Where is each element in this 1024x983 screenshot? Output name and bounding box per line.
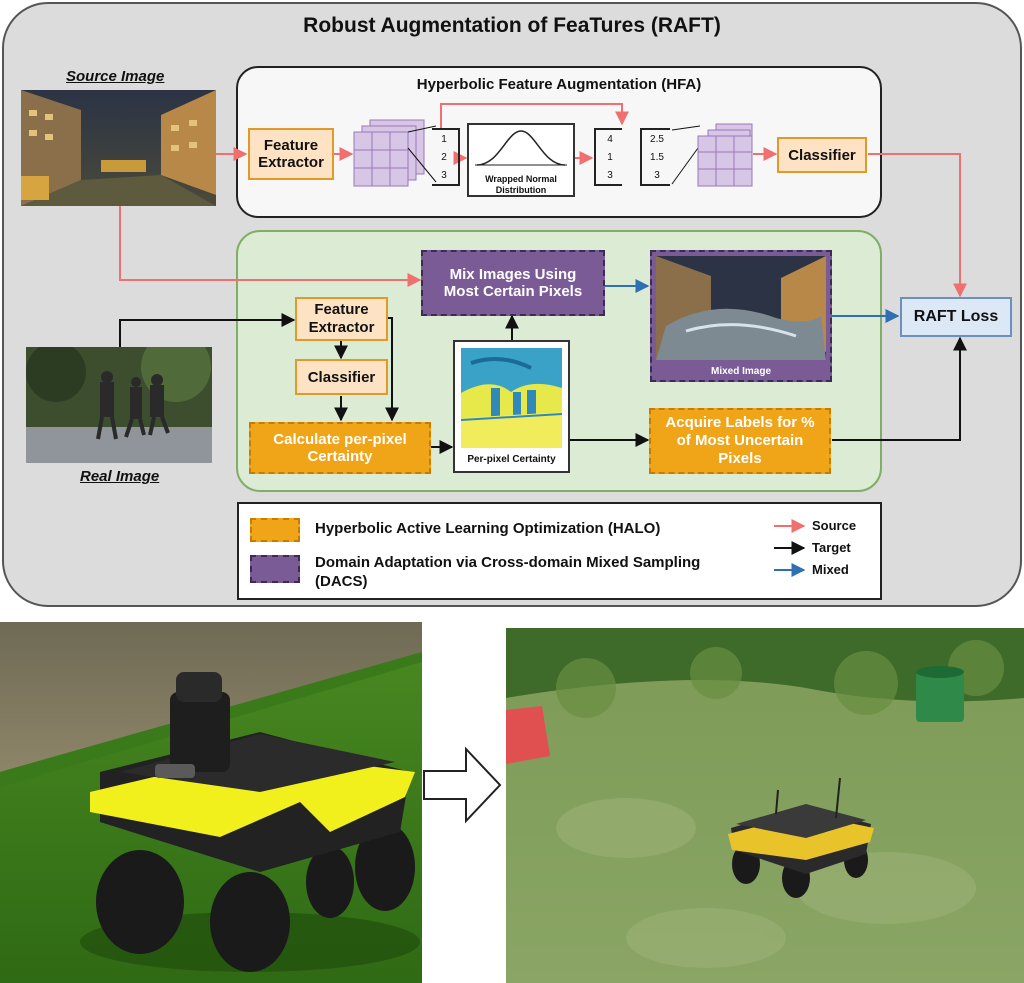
hfa-classifier: Classifier xyxy=(777,137,867,173)
vector-noise-1: 4 xyxy=(607,134,613,145)
arrows-layer xyxy=(119,103,967,454)
legend-arrows xyxy=(774,519,806,577)
acquire-labels-box: Acquire Labels for % of Most Uncertain P… xyxy=(649,408,831,474)
feature-grid-in xyxy=(353,119,437,187)
feature-grid-out xyxy=(671,123,753,187)
certainty-map-box: Per-pixel Certainty xyxy=(453,340,570,473)
legend-dacs-swatch xyxy=(250,555,300,583)
vector-out-1: 2.5 xyxy=(650,134,664,145)
mixed-image-caption: Mixed Image xyxy=(710,366,772,377)
certainty-map xyxy=(461,348,562,448)
arrow-fe-to-calc xyxy=(385,317,399,422)
arrow-source-to-mix xyxy=(119,206,422,287)
vector-out-3: 3 xyxy=(654,170,660,181)
certainty-caption: Per-pixel Certainty xyxy=(467,454,556,465)
vector-noise-2: 1 xyxy=(607,152,613,163)
distribution-label: Wrapped Normal Distribution xyxy=(485,174,557,195)
wrapped-normal-box: Wrapped Normal Distribution xyxy=(467,123,575,197)
vector-out xyxy=(640,128,670,186)
real-image-label: Real Image xyxy=(80,468,160,485)
arrow-classifier-to-loss xyxy=(868,153,967,298)
vector-in xyxy=(432,128,460,186)
sim-to-real-arrow xyxy=(423,746,502,824)
legend-dacs-text: Domain Adaptation via Cross-domain Mixed… xyxy=(315,554,701,590)
arrow-acquire-to-loss xyxy=(832,336,967,441)
legend-halo-swatch xyxy=(250,518,300,542)
source-image xyxy=(21,90,216,206)
hfa-feature-extractor: Feature Extractor xyxy=(248,128,334,180)
vector-in-3: 3 xyxy=(441,170,447,181)
legend xyxy=(237,502,882,600)
vector-in-1: 1 xyxy=(441,134,447,145)
arrow-real-to-fe xyxy=(119,313,296,347)
bell-curve-icon xyxy=(475,130,567,166)
green-feature-extractor: Feature Extractor xyxy=(295,297,388,341)
hfa-title: Hyperbolic Feature Augmentation (HFA) xyxy=(416,76,702,93)
vector-noise-3: 3 xyxy=(607,170,613,181)
calc-certainty-box: Calculate per-pixel Certainty xyxy=(249,422,431,474)
green-classifier: Classifier xyxy=(295,359,388,395)
legend-source: Source xyxy=(812,518,857,533)
source-image-label: Source Image xyxy=(66,68,165,85)
mixed-image xyxy=(656,256,826,360)
mixed-image-box: Mixed Image xyxy=(650,250,832,382)
legend-halo-text: Hyperbolic Active Learning Optimization … xyxy=(315,520,661,537)
arrow-skip xyxy=(440,103,629,128)
legend-target: Target xyxy=(812,540,851,555)
vector-noise xyxy=(594,128,622,186)
diagram-title: Robust Augmentation of FeaTures (RAFT) xyxy=(303,14,721,37)
legend-mixed: Mixed xyxy=(812,562,849,577)
real-image xyxy=(26,347,212,463)
real-robot-image xyxy=(506,628,1024,983)
mix-images-box: Mix Images Using Most Certain Pixels xyxy=(421,250,605,316)
vector-in-2: 2 xyxy=(441,152,447,163)
simulated-robot-image xyxy=(0,622,422,983)
raft-loss-box: RAFT Loss xyxy=(900,297,1012,337)
vector-out-2: 1.5 xyxy=(650,152,664,163)
